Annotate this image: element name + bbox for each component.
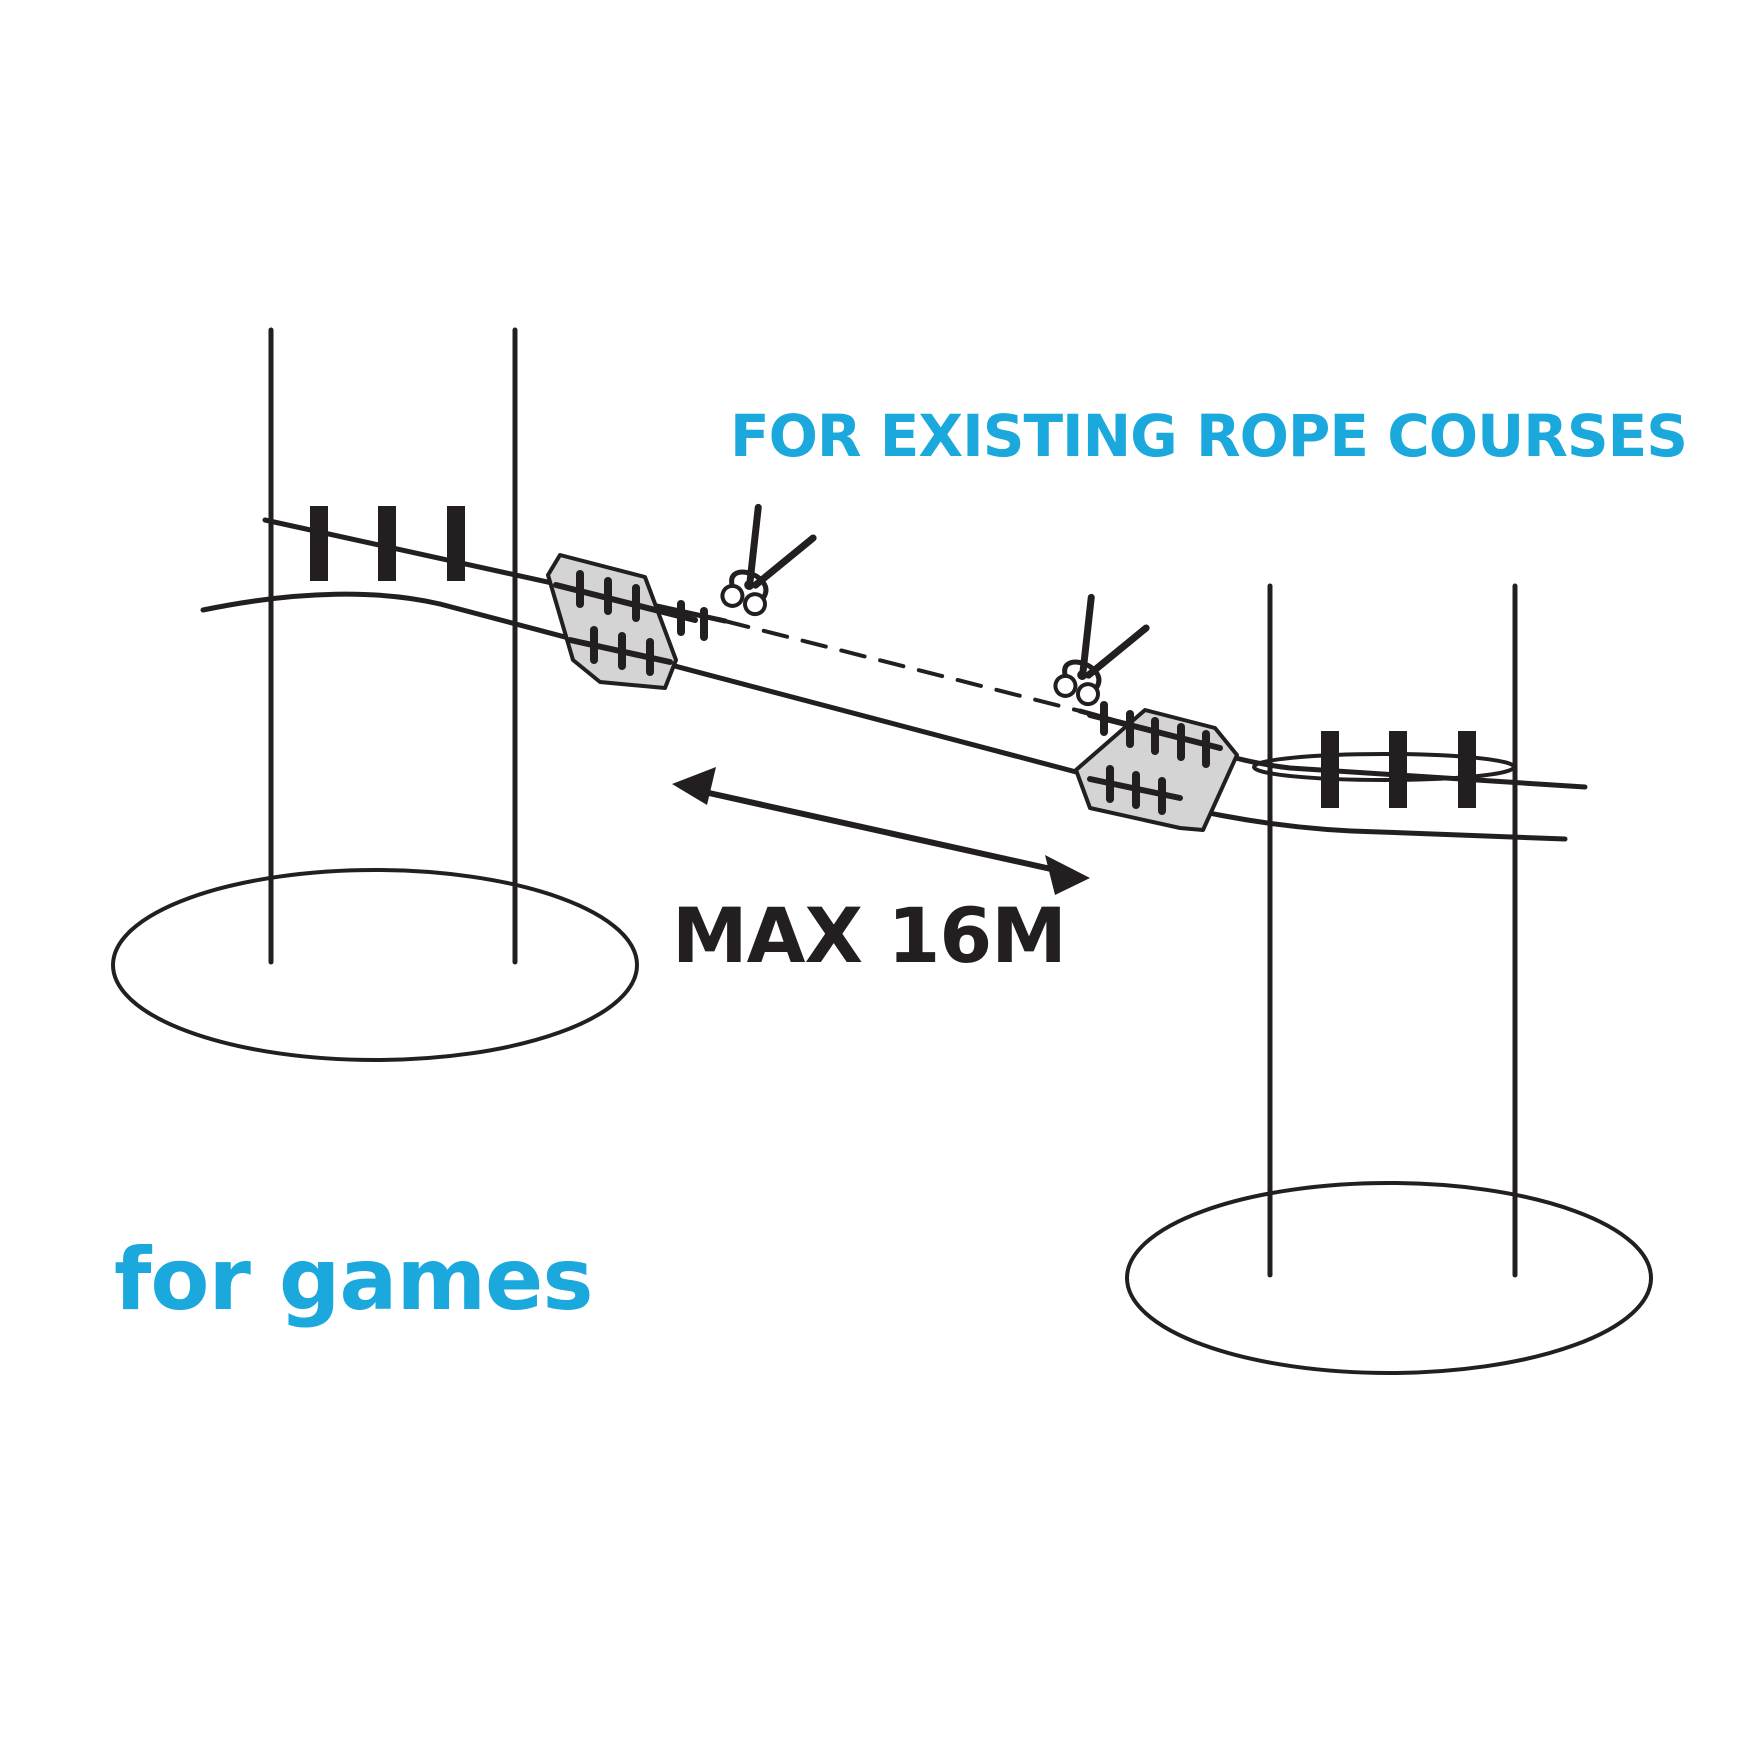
plate-bolts (576, 570, 708, 676)
arrow-head-left (672, 767, 716, 805)
heading-label: FOR EXISTING ROPE COURSES (730, 402, 1688, 470)
arrow-head-right (1045, 855, 1090, 895)
clamp-bar (1458, 731, 1476, 808)
left-connector-plate (546, 553, 708, 690)
foot-rope (200, 591, 1568, 842)
hand-rope-cut-segment (723, 619, 1082, 713)
right-platform (1125, 583, 1653, 1375)
pincers-icon (1053, 593, 1150, 707)
caption-label: for games (114, 1230, 594, 1330)
clamp-bar (378, 506, 396, 581)
right-platform-base (1125, 1181, 1653, 1375)
clamp-bar (1321, 731, 1339, 808)
distance-arrow-icon (672, 767, 1090, 895)
pincers-icon (720, 503, 817, 617)
right-connector-plate (1074, 701, 1239, 832)
plate-body (546, 553, 678, 690)
clamp-bar (310, 506, 328, 581)
plate-bolts (1100, 701, 1210, 815)
left-platform-base (111, 868, 639, 1062)
left-rope-clamps (310, 506, 465, 581)
clamp-bar (447, 506, 465, 581)
right-pole-sling (1252, 752, 1516, 782)
clamp-bar (1389, 731, 1407, 808)
right-rope-clamps (1321, 731, 1476, 808)
max-length-label: MAX 16M (672, 891, 1067, 980)
left-platform (111, 327, 639, 1062)
